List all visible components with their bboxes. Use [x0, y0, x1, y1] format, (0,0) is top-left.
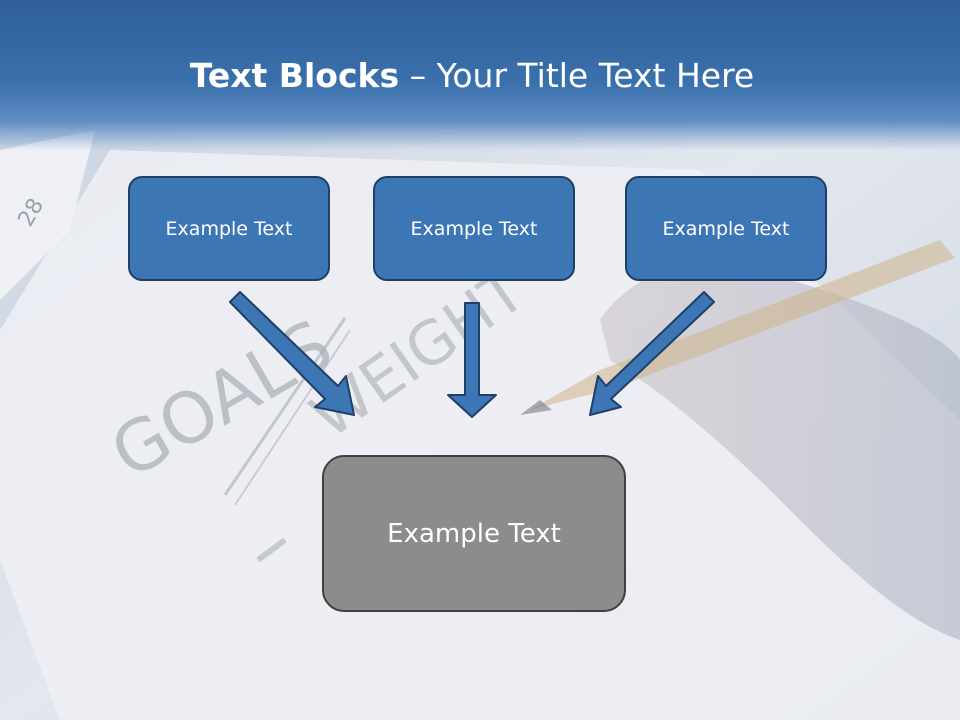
- text-block-1-label: Example Text: [165, 217, 293, 240]
- result-block-label: Example Text: [387, 518, 561, 549]
- title-dash: –: [399, 56, 437, 95]
- text-block-3-label: Example Text: [662, 217, 790, 240]
- arrow-icon: [229, 291, 355, 416]
- title-rest: Your Title Text Here: [436, 56, 755, 95]
- result-block: Example Text: [322, 455, 626, 612]
- text-block-3: Example Text: [625, 176, 827, 281]
- arrow-icon: [447, 302, 497, 418]
- arrow-icon: [589, 291, 715, 416]
- title-bold: Text Blocks: [189, 56, 400, 95]
- text-block-1: Example Text: [128, 176, 330, 281]
- title-band: [0, 0, 960, 150]
- text-block-2: Example Text: [373, 176, 575, 281]
- text-block-2-label: Example Text: [410, 217, 538, 240]
- slide-title: Text Blocks – Your Title Text Here: [0, 56, 944, 96]
